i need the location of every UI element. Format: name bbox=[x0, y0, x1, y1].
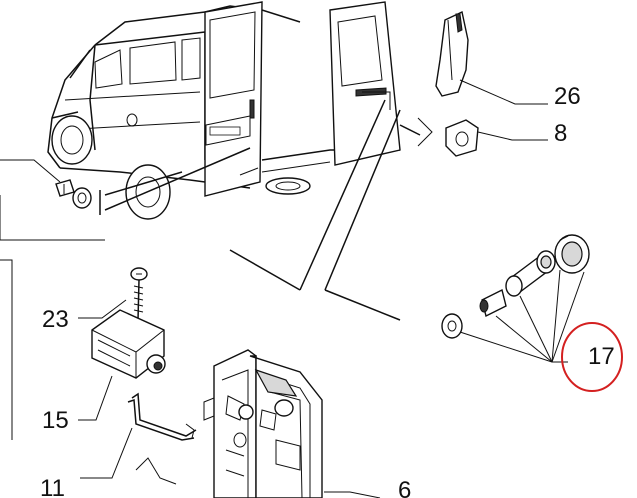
callout-26: 26 bbox=[554, 83, 581, 110]
callout-17: 17 bbox=[588, 343, 615, 370]
part-17-lock-cylinder: 17 bbox=[441, 234, 623, 392]
callout-11: 11 bbox=[40, 475, 65, 498]
callout-23: 23 bbox=[42, 306, 69, 333]
part-15-switch: 15 bbox=[42, 309, 166, 434]
part-26-bump-stop: 26 bbox=[435, 10, 581, 110]
hinge-bolt bbox=[55, 179, 92, 209]
part-6-lock-mechanism: 6 bbox=[203, 349, 411, 498]
van-illustration bbox=[47, 1, 401, 220]
callout-6: 6 bbox=[398, 477, 411, 498]
part-8-guide: 8 bbox=[417, 117, 567, 157]
callout-8: 8 bbox=[554, 120, 567, 147]
part-11-rod: 11 bbox=[40, 392, 197, 498]
callout-15: 15 bbox=[42, 407, 69, 434]
part-23-screw: 23 bbox=[42, 267, 148, 333]
highlight-circle bbox=[561, 322, 623, 392]
van-leader-lines bbox=[0, 99, 421, 440]
